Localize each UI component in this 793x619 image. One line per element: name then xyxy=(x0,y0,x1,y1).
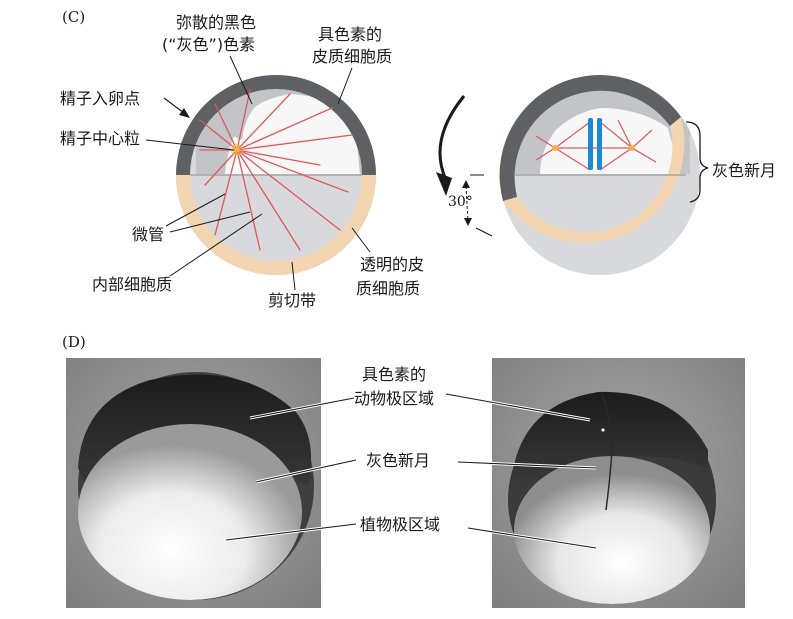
egg-before-rotation xyxy=(176,75,376,275)
microtubule-rays xyxy=(199,89,353,251)
spindle-microtubules xyxy=(535,119,657,171)
sperm-entry-arrowhead xyxy=(179,108,190,118)
clear-cortex-label-line1: 透明的皮 xyxy=(360,255,424,274)
aster-left xyxy=(552,145,558,151)
diffuse-pigment-label-line1: 弥散的黑色 xyxy=(176,13,256,32)
sperm-centriole-leader xyxy=(145,139,235,151)
panel-c-letter: (C) xyxy=(62,8,85,26)
rotation-angle-marker: 30° xyxy=(448,174,493,237)
pigmented-cortex-label-line1: 具色素的 xyxy=(318,25,382,44)
panel-c-left-labels: 弥散的黑色 (“灰色”)色素 具色素的 皮质细胞质 精子入卵点 精子中心粒 微管… xyxy=(60,13,424,310)
sperm-centriole-dot xyxy=(234,147,240,153)
pigmented-cortex-band-right xyxy=(499,75,681,201)
egg-after-rotation xyxy=(499,75,700,275)
cleavage-furrow xyxy=(601,395,613,511)
clear-cortex-leader xyxy=(351,227,371,253)
pigmented-cortex-leader xyxy=(337,67,353,105)
vegetal-pole-label: 植物极区域 xyxy=(360,515,440,534)
aster-right xyxy=(629,145,635,151)
cortical-rotation-arrow xyxy=(436,95,466,196)
gray-crescent-brace: 灰色新月 xyxy=(685,121,776,203)
diffuse-pigment-label-line2: (“灰色”)色素 xyxy=(162,35,255,54)
inner-cytoplasm-label: 内部细胞质 xyxy=(92,275,172,294)
photo-left xyxy=(66,358,321,608)
pigmented-cortex-band xyxy=(176,75,376,175)
sperm-centriole-label: 精子中心粒 xyxy=(60,129,140,148)
spindle-bar-right xyxy=(597,118,602,170)
shear-zone-label: 剪切带 xyxy=(268,291,316,310)
diffuse-pigment-leader xyxy=(229,55,253,105)
gray-crescent-label-c: 灰色新月 xyxy=(712,161,776,180)
sperm-entry-arrow-shaft xyxy=(163,97,185,114)
photo-right xyxy=(492,358,745,608)
microtubules-leader-1 xyxy=(165,193,226,227)
sperm-entry-point-label: 精子入卵点 xyxy=(60,89,140,108)
shear-zone-leader xyxy=(291,261,296,291)
clear-cortex-label-line2: 质细胞质 xyxy=(356,279,420,298)
clear-area-right xyxy=(540,108,680,174)
pigmented-cortex-label-line2: 皮质细胞质 xyxy=(312,47,392,66)
animal-pole-label-line1: 具色素的 xyxy=(362,365,426,384)
rotation-angle-label: 30° xyxy=(448,194,473,210)
clear-cortex-band xyxy=(176,175,376,275)
panel-d-letter: (D) xyxy=(62,333,86,351)
panel-d-labels: 具色素的 动物极区域 灰色新月 植物极区域 xyxy=(225,365,597,550)
microtubules-label: 微管 xyxy=(132,225,164,244)
inner-cytoplasm-leader xyxy=(169,213,263,277)
spindle-bar-left xyxy=(588,118,593,170)
gray-crescent-label-d: 灰色新月 xyxy=(366,451,430,470)
animal-pole-label-line2: 动物极区域 xyxy=(354,389,434,408)
microtubules-leader-2 xyxy=(169,211,251,233)
